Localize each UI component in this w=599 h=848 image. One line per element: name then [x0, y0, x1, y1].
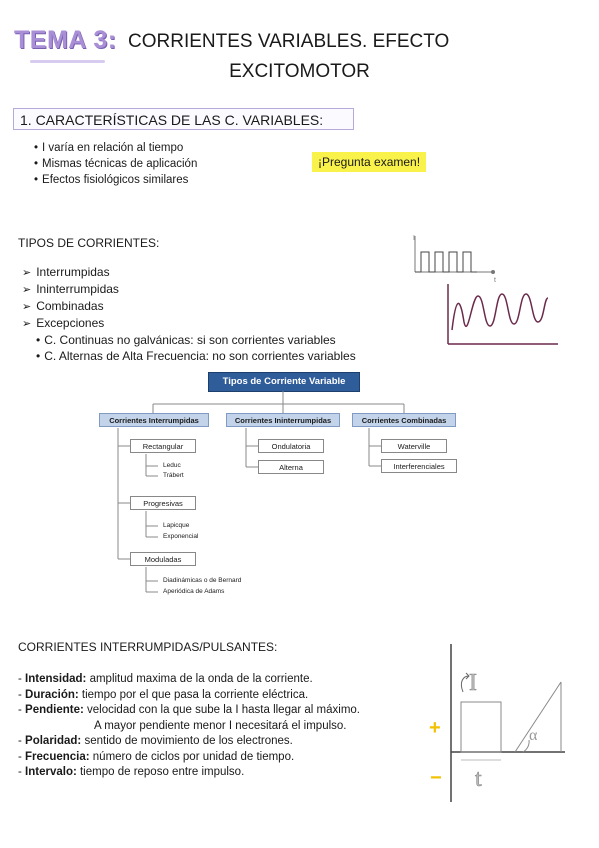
list-item: Efectos fisiológicos similares: [34, 172, 197, 188]
list-sub-item: C. Continuas no galvánicas: si son corri…: [22, 332, 356, 348]
list-item: - Intervalo: tiempo de reposo entre impu…: [18, 766, 245, 778]
interrumpidas-list: - Intensidad: amplitud maxima de la onda…: [18, 672, 360, 781]
tipos-heading: TIPOS DE CORRIENTES:: [18, 236, 160, 250]
term: Frecuencia:: [25, 750, 90, 763]
list-item: Ininterrumpidas: [22, 281, 356, 298]
tree-leaf: Exponencial: [163, 533, 199, 540]
tree-leaf: Leduc: [163, 462, 181, 469]
section-heading-caracteristicas: 1. CARACTERÍSTICAS DE LAS C. VARIABLES:: [13, 108, 354, 130]
tema-underline: [30, 60, 105, 63]
tree-head-ininterrumpidas: Corrientes Ininterrumpidas: [226, 413, 340, 427]
list-item: Excepciones: [22, 315, 356, 332]
term: Polaridad:: [25, 735, 82, 747]
tree-head-interrumpidas: Corrientes Interrumpidas: [99, 413, 209, 427]
list-item: - Frecuencia: número de ciclos por unida…: [18, 750, 295, 763]
page-title-line2: EXCITOMOTOR: [229, 61, 370, 82]
tree-leaf: Lapicque: [163, 522, 190, 529]
tree-box-interferenciales: Interferenciales: [381, 459, 457, 473]
definition: número de ciclos por unidad de tiempo.: [89, 750, 295, 763]
pulse-train-sketch: I t: [413, 235, 496, 284]
tree-box-waterville: Waterville: [381, 439, 447, 453]
axis-x-label: t: [494, 277, 496, 284]
tree-leaf: Diadinámicas o de Bernard: [163, 577, 242, 584]
minus-sign: −: [430, 767, 442, 789]
list-item: - Duración: tiempo por el que pasa la co…: [18, 688, 309, 701]
tree-box-moduladas: Moduladas: [130, 552, 196, 566]
oscillation-sketch: [447, 284, 558, 345]
term: Intervalo:: [25, 766, 77, 778]
term: Intensidad:: [25, 673, 87, 685]
intensity-label: I: [469, 670, 477, 696]
pulse-parameter-diagram: I t α + −: [429, 644, 565, 802]
duration-label: t: [475, 766, 482, 792]
tree-leaf: Trábert: [163, 472, 184, 479]
tree-title: Tipos de Corriente Variable: [208, 372, 360, 392]
list-item: - Intensidad: amplitud maxima de la onda…: [18, 673, 313, 685]
definition: sentido de movimiento de los electrones.: [81, 735, 293, 747]
alpha-label: α: [529, 727, 538, 744]
tree-box-progresivas: Progresivas: [130, 496, 196, 510]
definition: tiempo por el que pasa la corriente eléc…: [78, 688, 309, 701]
list-item: - Pendiente: velocidad con la que sube l…: [18, 704, 360, 716]
list-item: - Polaridad: sentido de movimiento de lo…: [18, 735, 293, 747]
interrumpidas-heading: CORRIENTES INTERRUMPIDAS/PULSANTES:: [18, 640, 278, 654]
list-item: Interrumpidas: [22, 264, 356, 281]
definition: amplitud maxima de la onda de la corrien…: [86, 673, 313, 685]
tree-box-alterna: Alterna: [258, 460, 324, 474]
term: Duración:: [25, 688, 79, 701]
term: Pendiente:: [25, 704, 84, 716]
list-sub-item: C. Alternas de Alta Frecuencia: no son c…: [22, 348, 356, 364]
tree-leaf: Aperiódica de Adams: [163, 588, 225, 595]
tipos-list: Interrumpidas Ininterrumpidas Combinadas…: [22, 264, 356, 364]
definition: tiempo de reposo entre impulso.: [76, 766, 245, 778]
list-item: I varía en relación al tiempo: [34, 140, 197, 156]
page-title: CORRIENTES VARIABLES. EFECTO: [128, 31, 450, 52]
tree-head-combinadas: Corrientes Combinadas: [352, 413, 456, 427]
axis-y-label: I: [413, 235, 415, 242]
tema-label: TEMA 3:: [14, 26, 117, 54]
list-item-continuation: A mayor pendiente menor I necesitará el …: [94, 719, 347, 732]
list-item: Mismas técnicas de aplicación: [34, 156, 197, 172]
list-item: Combinadas: [22, 298, 356, 315]
definition: velocidad con la que sube la I hasta lle…: [83, 704, 360, 716]
exam-highlight: ¡Pregunta examen!: [312, 152, 427, 172]
plus-sign: +: [429, 717, 441, 739]
caracteristicas-list: I varía en relación al tiempo Mismas téc…: [34, 140, 197, 188]
tree-box-ondulatoria: Ondulatoria: [258, 439, 324, 453]
tree-box-rectangular: Rectangular: [130, 439, 196, 453]
